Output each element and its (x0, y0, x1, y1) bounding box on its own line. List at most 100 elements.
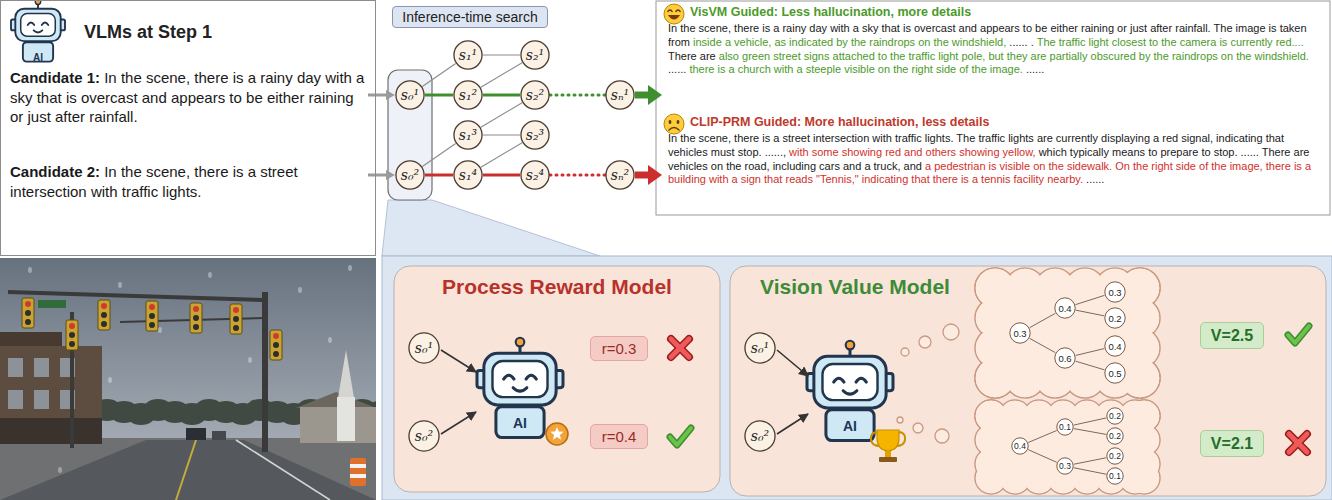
text-run: after (55, 108, 85, 125)
state-circle-label: s₁³ (459, 127, 477, 143)
text-run: showing (959, 146, 999, 158)
traffic-light-lamp (233, 307, 239, 313)
photo-traffic-light (66, 320, 78, 350)
circle-shape (1105, 336, 1125, 356)
emoji-mouth (669, 128, 679, 131)
cross-mark (1289, 434, 1307, 452)
traffic-light-lamp (25, 301, 31, 307)
value-circle-label: 0.2 (1109, 451, 1121, 461)
text-run: ......, (765, 146, 786, 158)
text-run: image, (1230, 160, 1263, 172)
input-arrow (777, 350, 808, 376)
text-run: stop. (738, 146, 762, 158)
text-run: is (1269, 22, 1277, 34)
text-run: is (762, 132, 770, 144)
photo-pole (262, 292, 268, 452)
search-link (1076, 361, 1105, 370)
result-panel: CLIP-PRM Guided: More hallucination, les… (662, 112, 1328, 212)
text-run: traffic (978, 132, 1005, 144)
text-run: they (1007, 50, 1028, 62)
cross-mark (671, 339, 689, 357)
text-run: is (66, 89, 77, 106)
text-run: indicating (1216, 132, 1262, 144)
reward-badge: r=0.4 (590, 424, 648, 449)
text-run: rainfall. (1175, 22, 1210, 34)
value-circle-label: 0.3 (1108, 287, 1121, 298)
traffic-light-housing (22, 298, 34, 328)
text-run: there (933, 173, 958, 185)
text-run: be (246, 89, 263, 106)
value-circle: 0.2 (1104, 307, 1126, 329)
state-circle-label: s₀² (751, 428, 769, 444)
value-circle-label: 0.4 (1014, 441, 1026, 451)
text-run: side (1176, 160, 1196, 172)
state-circle-label: s₀¹ (751, 340, 769, 356)
text-run: be (1035, 22, 1047, 34)
circle-shape (1012, 438, 1028, 454)
robot-face (822, 364, 877, 400)
text-run: a (729, 63, 735, 75)
check-mark (1288, 326, 1309, 343)
step-panel-label: VLMs at Step 1 (84, 22, 376, 43)
input-arrow (441, 350, 476, 372)
text-run: pedestrian (934, 160, 985, 172)
circle-shape (606, 81, 634, 109)
photo-car (186, 428, 206, 440)
candidate-text: Candidate 2: In the scene, there is a st… (10, 162, 368, 203)
circle-shape (1105, 363, 1125, 383)
search-link (422, 144, 455, 167)
value-circle: 0.3 (1056, 457, 1074, 475)
text-run: or (1117, 22, 1127, 34)
traffic-light-lamp (149, 322, 155, 328)
trophy-icon (871, 430, 905, 462)
text-run: a (864, 160, 870, 172)
text-run: stop. (1214, 146, 1238, 158)
robot-eye (42, 22, 48, 24)
trophy-cup (877, 430, 899, 451)
thought-bubble (943, 324, 959, 340)
text-run: the (726, 160, 741, 172)
value-circle: 0.5 (1104, 362, 1126, 384)
text-run: Candidate (10, 69, 83, 86)
text-run: to (1023, 22, 1032, 34)
traffic-light-housing (98, 300, 110, 330)
text-run: including (773, 160, 816, 172)
text-run: indicating (862, 173, 908, 185)
search-link (1030, 338, 1056, 352)
reward-badge-label: r=0.4 (602, 428, 637, 445)
text-run: currently (1230, 36, 1272, 48)
emoji-eye (676, 10, 681, 12)
thought-bubble (897, 417, 903, 423)
text-run: red (1162, 132, 1178, 144)
text-run: side (936, 63, 956, 75)
photo-mast-arm (8, 292, 265, 300)
text-run: either (267, 89, 305, 106)
circle-shape (1107, 448, 1123, 464)
text-run: and (959, 22, 977, 34)
text-run: intersection (10, 183, 87, 200)
text-run: with (872, 132, 892, 144)
emoji-face (664, 4, 684, 24)
robot-eye (856, 378, 866, 382)
panel-body: In the scene, there is a street intersec… (668, 132, 1322, 187)
text-run: to (1149, 36, 1158, 48)
text-run: by (836, 36, 848, 48)
circle-shape (454, 81, 482, 109)
state-circle: s₁⁴ (453, 160, 483, 190)
candidate-text-label: Candidate 1: In the scene, there is a ra… (10, 68, 368, 127)
state-circle: s₂² (520, 80, 550, 110)
photo-barrel-stripe (350, 464, 366, 468)
text-run: On (1115, 160, 1130, 172)
text-run: and (904, 146, 922, 158)
state-circle-label: s₂² (526, 87, 544, 103)
photo-raindrop (298, 287, 302, 293)
search-link (481, 63, 522, 88)
robot-mouth (34, 30, 43, 32)
traffic-light-lamp (69, 332, 75, 338)
circle-shape (521, 121, 549, 149)
text-run: attached (833, 50, 875, 62)
check-mark (1288, 326, 1309, 343)
text-run: steeple (806, 63, 841, 75)
model-box-label: Process Reward Model (394, 275, 720, 299)
